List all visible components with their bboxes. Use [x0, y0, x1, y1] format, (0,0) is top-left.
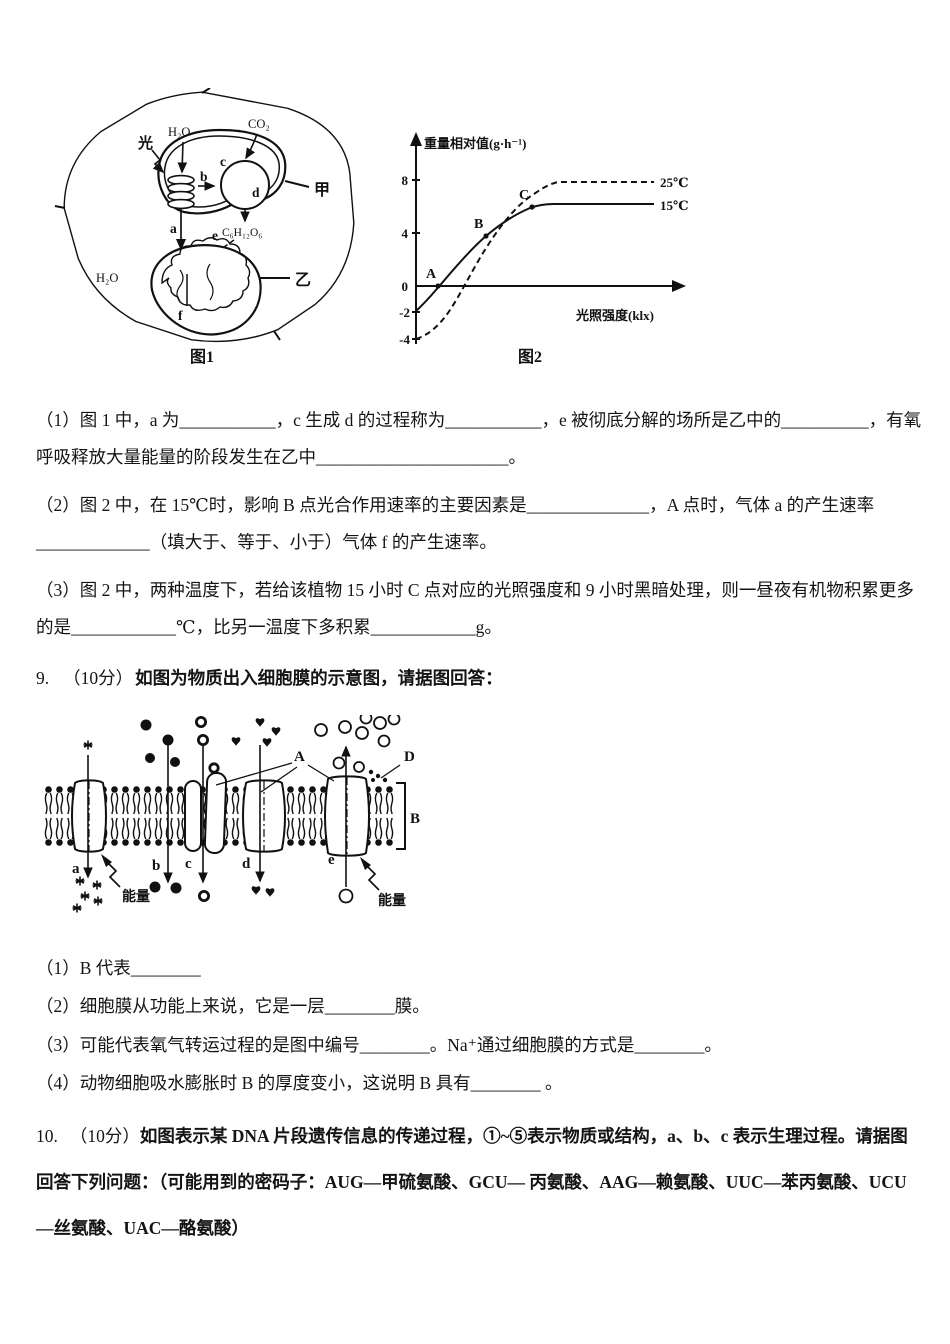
figure2-caption: 图2 [518, 348, 542, 366]
membrane-figure: A D B a b c d e 能量 能量 [28, 711, 950, 943]
label-c: c [220, 154, 226, 169]
curve-25c-label: 25℃ [660, 175, 689, 190]
figure-panel: 光 H₂O CO₂ b c d 甲 a C₆H₁₂O₆ e H₂O 乙 f 图1 [0, 88, 950, 380]
point-b-dot [483, 233, 489, 239]
point-c-label: C [519, 188, 529, 203]
label-A: A [294, 749, 305, 765]
question-9-stem: 9. （10分）如图为物质出入细胞膜的示意图，请据图回答： [36, 660, 950, 697]
cell-diagram-figure1: 光 H₂O CO₂ b c d 甲 a C₆H₁₂O₆ e H₂O 乙 f 图1 [54, 88, 355, 366]
y-axis-label: 重量相对值(g·h⁻¹) [424, 136, 526, 151]
question-10-stem: 10. （10分）如图表示某 DNA 片段遗传信息的传递过程，①~⑤表示物质或结构… [36, 1113, 920, 1251]
question-9-part-4: （4）动物细胞吸水膨胀时 B 的厚度变小，这说明 B 具有________ 。 [36, 1073, 563, 1093]
membrane-svg: A D B a b c d e 能量 能量 [43, 711, 420, 913]
point-a-dot [435, 283, 441, 289]
question-8-part-3: （3）图 2 中，两种温度下，若给该植物 15 小时 C 点对应的光照强度和 9… [36, 580, 914, 637]
curve-15c-label: 15℃ [660, 198, 689, 213]
label-energy-left: 能量 [122, 888, 150, 905]
point-b-label: B [474, 217, 483, 232]
label-co2: CO₂ [248, 117, 270, 131]
label-jia: 甲 [314, 181, 330, 199]
figure1-caption: 图1 [190, 348, 214, 366]
question-9-text: 如图为物质出入细胞膜的示意图，请据图回答： [135, 668, 503, 688]
energy-arrow-right [360, 856, 380, 891]
label-a: a [170, 221, 177, 236]
label-light: 光 [137, 134, 153, 152]
energy-arrow-left [101, 853, 121, 888]
label-b: b [200, 169, 208, 184]
label-e: e [212, 228, 218, 243]
question-10-text: 如图表示某 DNA 片段遗传信息的传递过程，①~⑤表示物质或结构，a、b、c 表… [36, 1125, 908, 1238]
ytick-neg2: -2 [399, 305, 410, 320]
chloroplast [151, 128, 310, 215]
label-c: c [185, 856, 192, 872]
label-b: b [152, 858, 160, 874]
calvin-cycle-circle [220, 160, 270, 210]
question-8-part-1: （1）图 1 中，a 为___________，c 生成 d 的过程称为____… [36, 410, 922, 467]
label-yi: 乙 [295, 272, 311, 289]
question-9-number: 9. [36, 668, 50, 688]
mitochondrion [150, 237, 290, 336]
question-9-score: （10分） [63, 668, 134, 688]
b-bracket [396, 781, 406, 850]
curve-15c [415, 203, 654, 312]
channel-protein-right [203, 771, 228, 854]
x-axis-label: 光照强度(klx) [575, 308, 654, 323]
question-9-part-1: （1）B 代表________ [36, 957, 201, 978]
label-e: e [328, 852, 335, 868]
solid-circle-particles [140, 719, 182, 893]
ytick-neg4: -4 [399, 332, 410, 347]
label-d: d [252, 185, 260, 200]
curve-25c [415, 181, 654, 340]
ytick-0: 0 [402, 279, 409, 294]
question-10-score: （10分） [69, 1125, 140, 1146]
label-pointer-lines [215, 761, 401, 793]
axes [410, 132, 686, 344]
ring-circle-particles [194, 715, 220, 902]
graph-figure2: 8 4 0 -2 -4 A B C 25℃ 15℃ 重量相对值(g·h⁻¹) 光… [399, 132, 689, 366]
transport-arrows [83, 744, 351, 887]
ytick-8: 8 [402, 173, 409, 188]
question-9-parts: （1）B 代表________ （2）细胞膜从功能上来说，它是一层_______… [0, 949, 950, 1103]
question-9-part-3: （3）可能代表氧气转运过程的是图中编号________。Na⁺通过细胞膜的方式是… [36, 1034, 722, 1055]
question-9-part-2: （2）细胞膜从功能上来说，它是一层________膜。 [36, 996, 430, 1016]
thylakoid-stack [167, 174, 195, 210]
protein-center-lines [88, 776, 348, 855]
question-8-part-2: （2）图 2 中，在 15℃时，影响 B 点光合作用速率的主要因素是______… [36, 495, 875, 552]
ytick-4: 4 [402, 226, 409, 241]
label-f: f [178, 308, 183, 323]
point-a-label: A [426, 267, 437, 282]
label-a: a [72, 861, 80, 877]
label-D: D [404, 749, 415, 765]
label-glucose: C₆H₁₂O₆ [222, 227, 262, 239]
label-h2o-top: H₂O [168, 125, 190, 139]
question-10-number: 10. [36, 1125, 58, 1146]
label-d: d [242, 856, 251, 872]
point-c-dot [529, 204, 535, 210]
label-B: B [410, 811, 420, 827]
channel-protein-left [184, 779, 202, 852]
label-h2o-left: H₂O [96, 271, 118, 285]
label-energy-right: 能量 [378, 892, 406, 909]
d-small-dots [368, 769, 388, 782]
